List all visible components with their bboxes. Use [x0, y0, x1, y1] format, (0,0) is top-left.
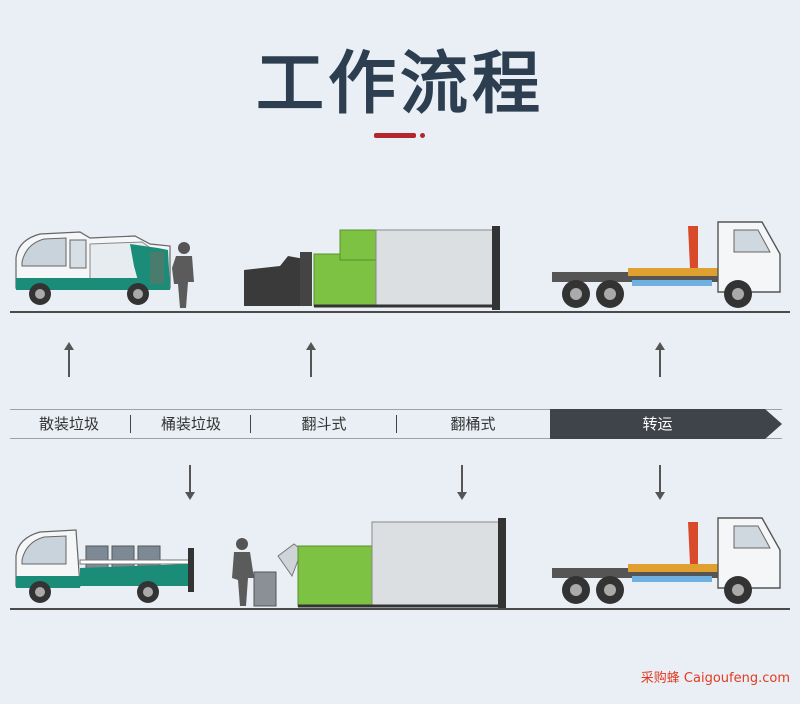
ground-line-bottom — [10, 608, 790, 610]
process-flow-bar: 散装垃圾 桶装垃圾 翻斗式 翻桶式 转运 — [10, 409, 782, 439]
arrow-up-1 — [64, 342, 74, 377]
bin-tipping-compactor-illustration — [232, 518, 506, 608]
step-transfer: 转运 — [550, 409, 782, 439]
step-divider — [396, 415, 397, 433]
step-transfer-label: 转运 — [642, 415, 673, 433]
step-divider — [250, 415, 251, 433]
step-divider — [130, 415, 131, 433]
page-title: 工作流程 — [255, 45, 544, 124]
arrow-up-2 — [306, 342, 316, 377]
arrow-down-1 — [185, 465, 195, 500]
ground-line-top — [10, 311, 790, 313]
compactor-station-illustration — [244, 226, 500, 310]
hook-lift-truck-illustration — [552, 221, 781, 308]
hook-lift-truck-illustration-bottom — [552, 517, 781, 604]
step-bin-tipping-type: 翻桶式 — [450, 415, 496, 433]
bin-collection-vehicle-illustration — [15, 529, 194, 603]
arrow-down-2 — [457, 465, 467, 500]
title-underline — [374, 133, 416, 138]
arrow-down-3 — [655, 465, 665, 500]
step-dump-type: 翻斗式 — [301, 415, 347, 433]
arrow-up-3 — [655, 342, 665, 377]
title-underline-dot — [420, 133, 425, 138]
electric-collection-vehicle-illustration — [15, 231, 194, 308]
step-bin-garbage: 桶装垃圾 — [160, 415, 221, 433]
step-bulk-garbage: 散装垃圾 — [38, 415, 99, 433]
watermark: 采购蜂 Caigoufeng.com — [640, 671, 790, 686]
